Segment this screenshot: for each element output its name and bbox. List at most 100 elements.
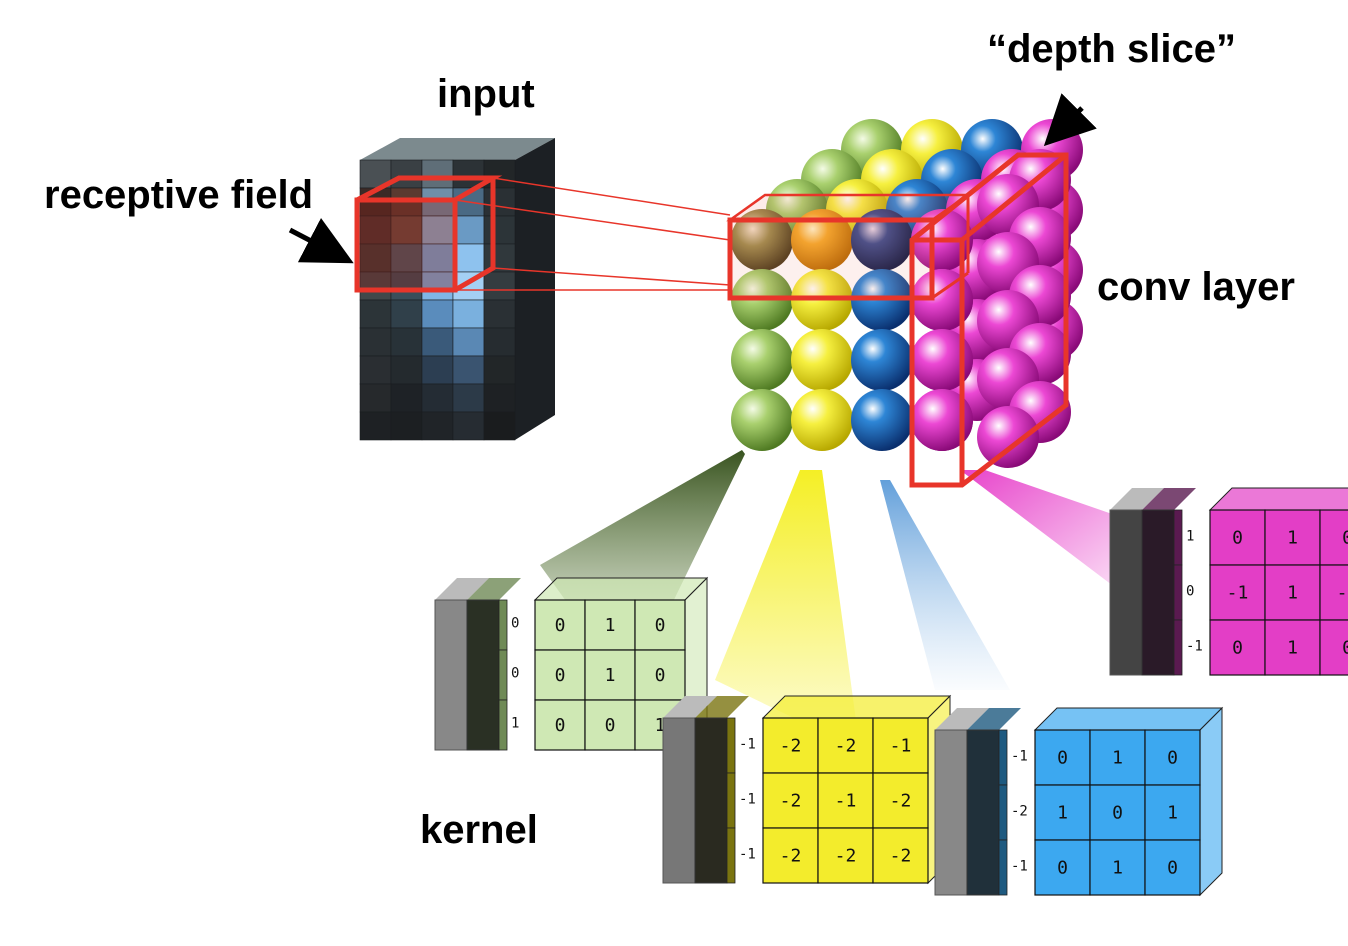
kernel-mid-cell: 1 [511, 716, 519, 732]
kernel-weight: 1 [1287, 583, 1298, 604]
input-pixel [390, 327, 423, 357]
kernel-weight: 1 [605, 615, 616, 636]
kernel-cell [634, 649, 686, 701]
kernel-weight: 1 [1112, 748, 1123, 769]
kernel-yellow: -2-2-2-1-1-1-2-2-1-2-1-2-2-2-2 [662, 694, 952, 885]
kernel-mid-cell: -1 [739, 736, 756, 752]
depth-slice-box [909, 152, 1069, 488]
kernel-weight: 0 [1167, 748, 1178, 769]
kernel-cell [1034, 839, 1091, 896]
kernel-weight: 0 [1057, 748, 1068, 769]
input-pixel [390, 299, 423, 329]
neuron-sphere [977, 406, 1039, 468]
kernel-weight: 0 [1057, 858, 1068, 879]
kernel-cell [1144, 729, 1201, 786]
neuron-sphere [911, 269, 973, 331]
input-pixel [421, 383, 454, 413]
kernel-cell [1089, 784, 1146, 841]
conv-layer-label: conv layer [1097, 265, 1295, 309]
input-pixel [359, 355, 392, 385]
kernel-weight: 0 [555, 715, 566, 736]
kernel-mid-cell: -2 [1011, 803, 1028, 819]
kernel-cell [1034, 729, 1091, 786]
neuron-sphere [911, 329, 973, 391]
kernel-cell [584, 699, 636, 751]
neuron-sphere [851, 209, 913, 271]
kernel-weight: -2 [780, 791, 802, 812]
kernel-cell [534, 649, 586, 701]
kernel-mid-cell: 0 [511, 616, 519, 632]
neuron-sphere [851, 389, 913, 451]
input-pixel [483, 215, 516, 245]
kernel-weight: 0 [1342, 638, 1348, 659]
kernel-weight: 0 [605, 715, 616, 736]
kernel-weight: 1 [1167, 803, 1178, 824]
input-pixel [390, 411, 423, 441]
neuron-sphere [731, 209, 793, 271]
kernel-weight: 1 [1057, 803, 1068, 824]
kernel-cell [1089, 839, 1146, 896]
receptive-field-label: receptive field [44, 173, 313, 217]
neuron-sphere [851, 329, 913, 391]
kernel-weight: 1 [605, 665, 616, 686]
beam-magenta [960, 470, 1115, 585]
kernel-cell [817, 717, 874, 774]
kernel-cell [762, 772, 819, 829]
kernel-cell [872, 827, 929, 884]
kernel-weight: -1 [1227, 583, 1249, 604]
kernel-cell [1264, 619, 1321, 676]
kernel-weight: -2 [890, 846, 912, 867]
input-pixel [483, 411, 516, 441]
kernel-weight: -1 [890, 736, 912, 757]
kernel-weight: 0 [1112, 803, 1123, 824]
kernel-weight: -2 [780, 846, 802, 867]
neuron-sphere [911, 389, 973, 451]
kernel-mid-cell: 0 [1186, 583, 1194, 599]
kernel-cell [1264, 564, 1321, 621]
kernel-weight: 0 [1232, 528, 1243, 549]
beam-yellow [715, 470, 860, 750]
input-pixel [421, 243, 454, 273]
kernel-cell [1209, 509, 1266, 566]
input-pixel [359, 327, 392, 357]
neuron-sphere [791, 389, 853, 451]
input-pixel [452, 411, 485, 441]
input-pixel [421, 355, 454, 385]
kernel-weight: -2 [835, 736, 857, 757]
input-pixel [421, 327, 454, 357]
input-pixel [390, 383, 423, 413]
kernel-weight: 0 [555, 615, 566, 636]
kernel-weight: 0 [1232, 638, 1243, 659]
input-pixel [359, 411, 392, 441]
kernel-mid-cell: -1 [1186, 638, 1203, 654]
kernel-cell [584, 649, 636, 701]
input-pixel [452, 383, 485, 413]
kernel-cell [1034, 784, 1091, 841]
input-pixel [483, 187, 516, 217]
kernel-mid-cell: -1 [739, 791, 756, 807]
kernel-mid-cell: -1 [739, 846, 756, 862]
kernel-cell [1144, 784, 1201, 841]
kernel-weight: 1 [1287, 528, 1298, 549]
input-pixel [452, 243, 485, 273]
neuron-fiber-front [727, 217, 935, 301]
kernel-weight: 0 [555, 665, 566, 686]
input-pixel [359, 383, 392, 413]
input-pixel [390, 159, 423, 189]
input-label: input [437, 72, 535, 116]
receptive-field-box [354, 175, 503, 293]
kernel-cell [1144, 839, 1201, 896]
kernel-weight: 0 [655, 615, 666, 636]
kernel-cell [817, 827, 874, 884]
kernel-weight: -1 [1337, 583, 1348, 604]
input-pixel [483, 355, 516, 385]
input-pixel [483, 299, 516, 329]
kernel-cell [762, 717, 819, 774]
kernel-weight: 1 [1287, 638, 1298, 659]
kernel-weight: -1 [835, 791, 857, 812]
input-pixel [421, 299, 454, 329]
input-pixel [390, 355, 423, 385]
